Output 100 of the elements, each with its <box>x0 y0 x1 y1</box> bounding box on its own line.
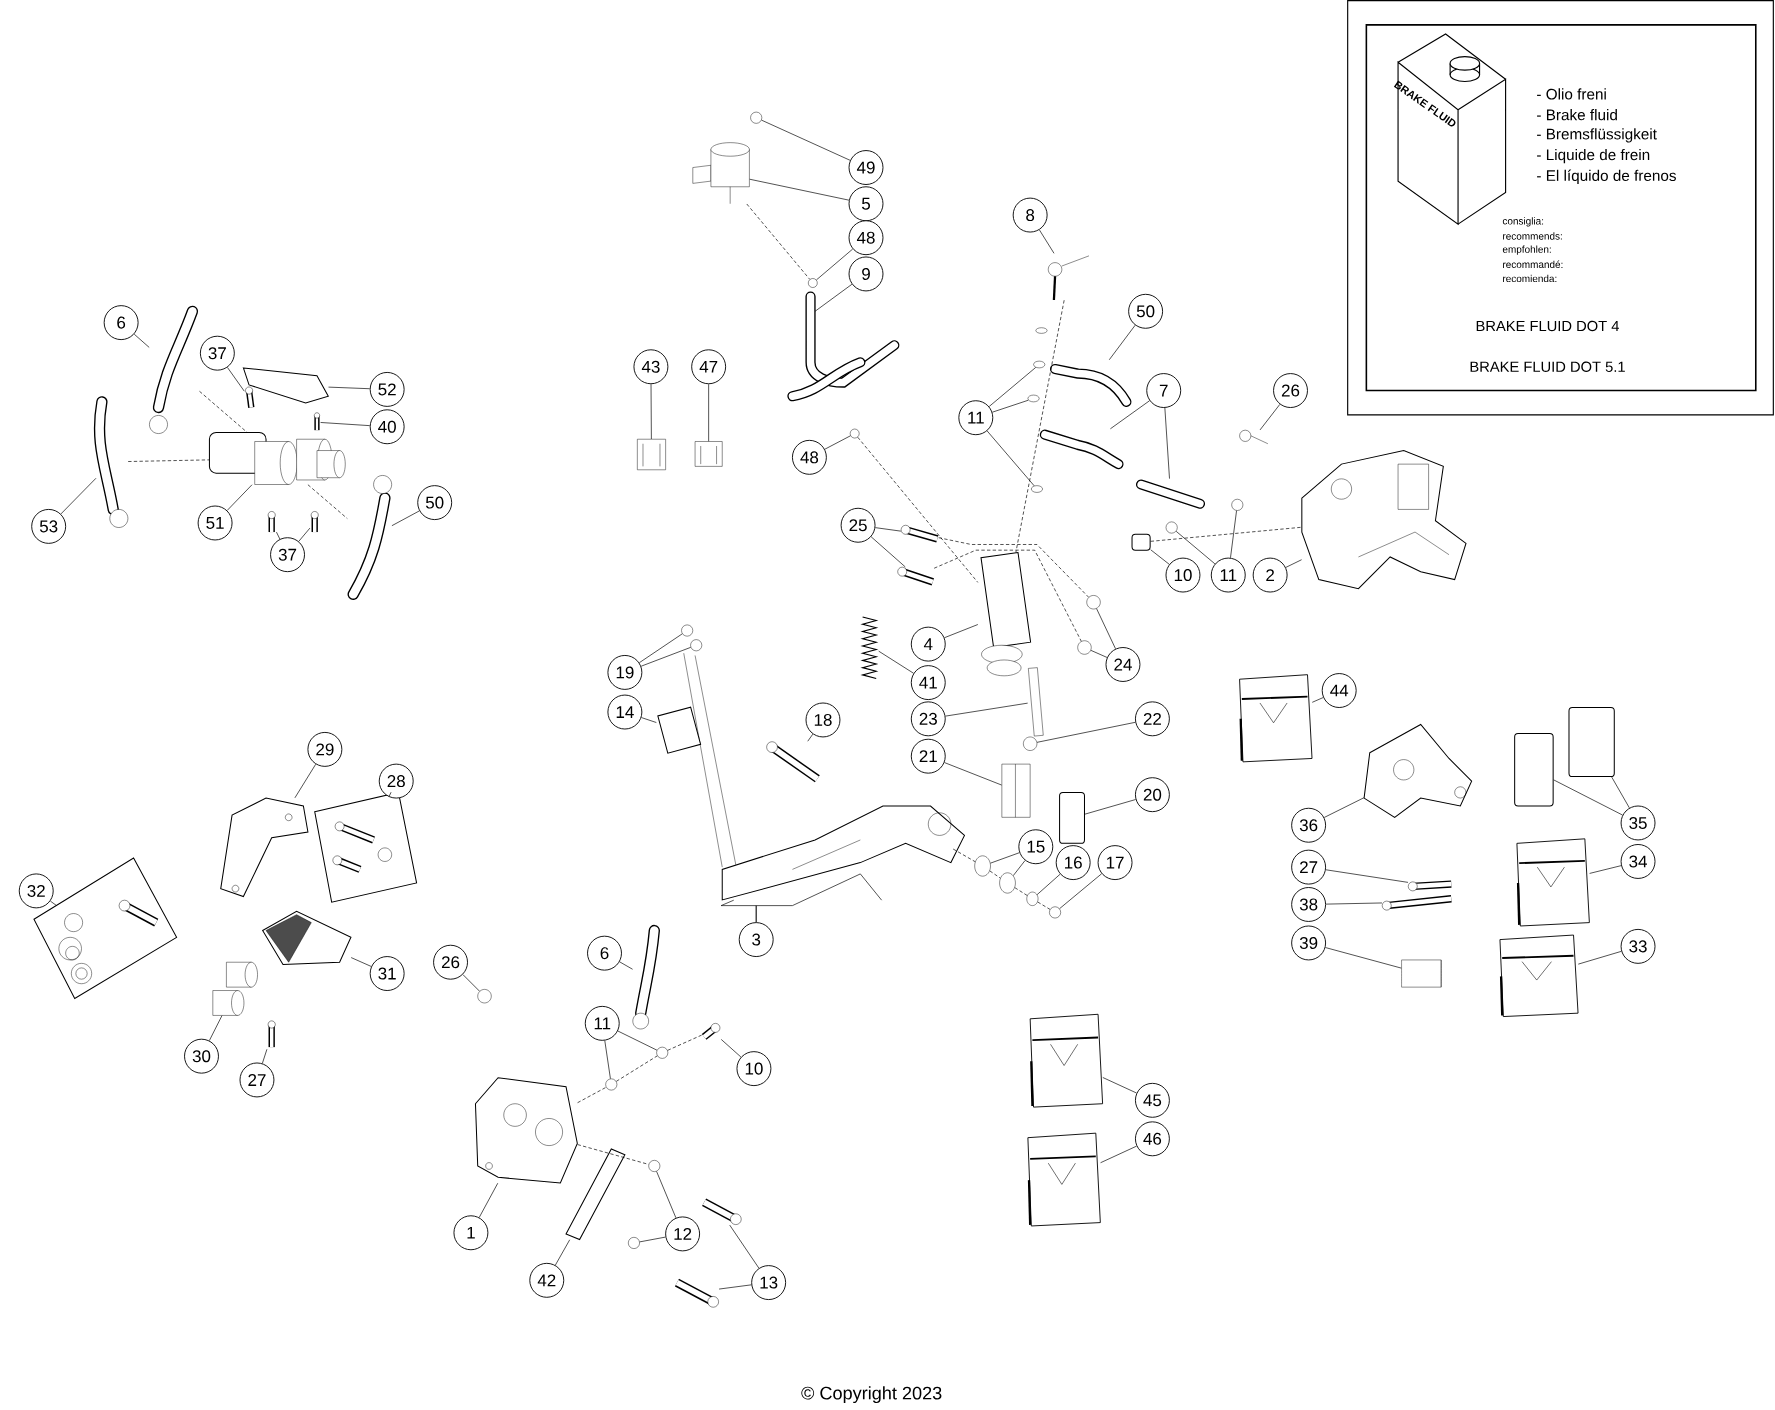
callout-number: 11 <box>1210 557 1246 593</box>
recommendation-text: recommends: <box>1503 232 1562 240</box>
callout-number: 38 <box>1291 886 1327 922</box>
pouch-drawing <box>1027 1132 1101 1227</box>
leader-line <box>1100 1145 1137 1163</box>
leader-line <box>1102 1076 1137 1094</box>
callout-number: 20 <box>1134 777 1170 812</box>
bolt-drawing <box>690 639 703 651</box>
hose-drawing <box>347 475 392 600</box>
assembly-line <box>577 1144 649 1165</box>
hose-drawing <box>1049 363 1132 407</box>
callout-number: 1 <box>453 1215 489 1250</box>
hose-drawing <box>787 291 900 402</box>
leader-line <box>1108 324 1136 360</box>
leader-line <box>1084 798 1136 815</box>
clip-drawing <box>694 441 723 467</box>
nut-drawing <box>1023 736 1038 751</box>
callout-number: 12 <box>665 1216 701 1252</box>
leader-line <box>350 957 372 967</box>
pouch-drawing <box>1239 674 1313 763</box>
fluid-name-text: - Liquide de frein <box>1537 148 1650 163</box>
leader-line <box>878 650 914 674</box>
hose-drawing <box>93 395 129 528</box>
bolt-drawing <box>701 1022 721 1040</box>
washer-drawing <box>808 278 818 288</box>
leader-line <box>870 536 906 567</box>
leader-line <box>639 633 683 663</box>
hose-drawing <box>1136 479 1206 509</box>
leader-line <box>720 1038 742 1058</box>
leader-line <box>708 383 709 442</box>
callout-number: 3 <box>738 921 774 957</box>
assembly-line <box>667 1034 702 1051</box>
assembly-line <box>938 537 1089 598</box>
bolt-drawing <box>1131 533 1151 551</box>
bolt-drawing <box>310 511 319 532</box>
fluid-name-text: - Olio freni <box>1537 88 1606 100</box>
callout-number: 7 <box>1146 372 1182 408</box>
leader-line <box>50 900 57 906</box>
spring-drawing <box>860 616 879 679</box>
washer-drawing <box>1027 394 1040 402</box>
bolt-drawing <box>674 1278 719 1308</box>
master-cylinder-drawing <box>980 551 1032 676</box>
nut-drawing <box>1077 640 1092 655</box>
callout-number: 34 <box>1620 843 1656 879</box>
leader-line <box>640 646 692 667</box>
assembly-line <box>989 870 1001 879</box>
leader-line <box>1325 869 1409 883</box>
caliper-drawing <box>1301 449 1467 589</box>
leader-line <box>133 333 150 348</box>
leader-line <box>1090 649 1108 658</box>
callout-number: 43 <box>633 349 669 384</box>
callout-number: 48 <box>791 439 827 475</box>
callout-number: 32 <box>18 873 54 909</box>
leader-line <box>1036 873 1061 895</box>
callout-number: 48 <box>848 220 884 255</box>
callout-number: 11 <box>958 400 994 435</box>
leader-line <box>1110 400 1150 429</box>
leader-line <box>824 435 851 450</box>
callout-number: 27 <box>239 1062 275 1098</box>
bolt-drawing <box>702 1198 742 1225</box>
piston-drawing <box>1401 959 1442 988</box>
callout-number: 15 <box>1018 829 1054 864</box>
callout-number: 19 <box>607 654 643 690</box>
leader-line <box>1150 549 1170 565</box>
washer-drawing <box>656 1046 669 1059</box>
callout-number: 41 <box>910 664 946 700</box>
callout-number: 50 <box>1128 293 1164 329</box>
leader-line <box>209 1015 223 1041</box>
leader-line <box>1325 946 1402 969</box>
clevis-drawing <box>1001 763 1031 818</box>
callout-number: 8 <box>1012 197 1048 233</box>
bolt-drawing <box>267 511 276 532</box>
leader-line <box>294 763 317 798</box>
leader-line <box>988 366 1037 407</box>
leader-line <box>388 791 392 797</box>
pedal-drawing <box>721 805 966 901</box>
callout-number: 31 <box>369 955 405 991</box>
leader-line <box>1036 721 1136 743</box>
bracket-drawing <box>1363 723 1473 818</box>
washer-drawing <box>1031 485 1043 493</box>
recommendation-text: empfohlen: <box>1502 245 1551 255</box>
assembly-line <box>857 436 979 583</box>
pin-drawing <box>766 741 820 783</box>
link-drawing <box>565 1148 626 1240</box>
hose-drawing <box>1039 429 1124 469</box>
washer-drawing <box>1165 521 1178 534</box>
callout-number: 4 <box>910 626 946 662</box>
callout-number: 53 <box>31 508 67 544</box>
assembly-line <box>1014 887 1028 896</box>
leader-line <box>1285 559 1302 568</box>
bracket-drawing <box>242 367 330 404</box>
leader-line <box>761 119 851 161</box>
leader-line <box>1175 530 1216 564</box>
caliper-drawing <box>474 1076 578 1184</box>
washer-drawing <box>849 428 860 439</box>
leader-line <box>875 527 902 532</box>
leader-line <box>462 973 480 992</box>
leader-line <box>60 477 97 515</box>
callout-number: 5 <box>848 186 884 221</box>
recommendation-text: consiglia: <box>1502 217 1544 227</box>
